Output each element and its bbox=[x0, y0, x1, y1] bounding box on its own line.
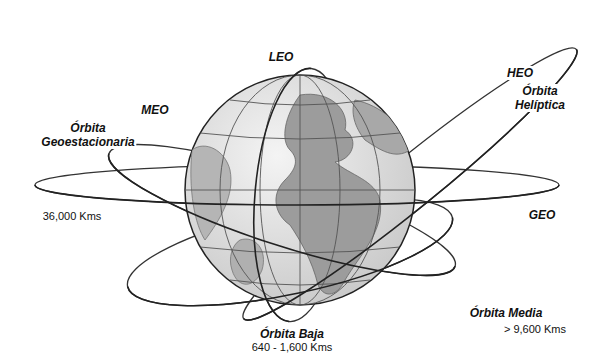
meo-orbit bbox=[98, 120, 466, 299]
altitude-value: > 9,600 Kms bbox=[502, 323, 568, 336]
orbit-acronym: GEO bbox=[527, 208, 558, 222]
orbit-name: Órbita Media bbox=[468, 306, 545, 320]
heo-orbit bbox=[228, 30, 592, 338]
leo-orbit bbox=[244, 65, 335, 326]
orbit-name: Órbita Geoestacionaria bbox=[39, 121, 136, 149]
orbit-name: Órbita Helíptica bbox=[513, 84, 567, 112]
orbit-acronym: LEO bbox=[267, 50, 296, 64]
orbit-acronym: HEO bbox=[505, 66, 535, 80]
orbit-acronym: MEO bbox=[139, 103, 170, 117]
altitude-value: 640 - 1,600 Kms bbox=[250, 341, 335, 354]
geo-orbit bbox=[35, 185, 559, 205]
altitude-value: 36,000 Kms bbox=[41, 210, 104, 223]
orbit-name: Órbita Baja bbox=[258, 327, 326, 341]
low-orbit bbox=[119, 176, 461, 327]
